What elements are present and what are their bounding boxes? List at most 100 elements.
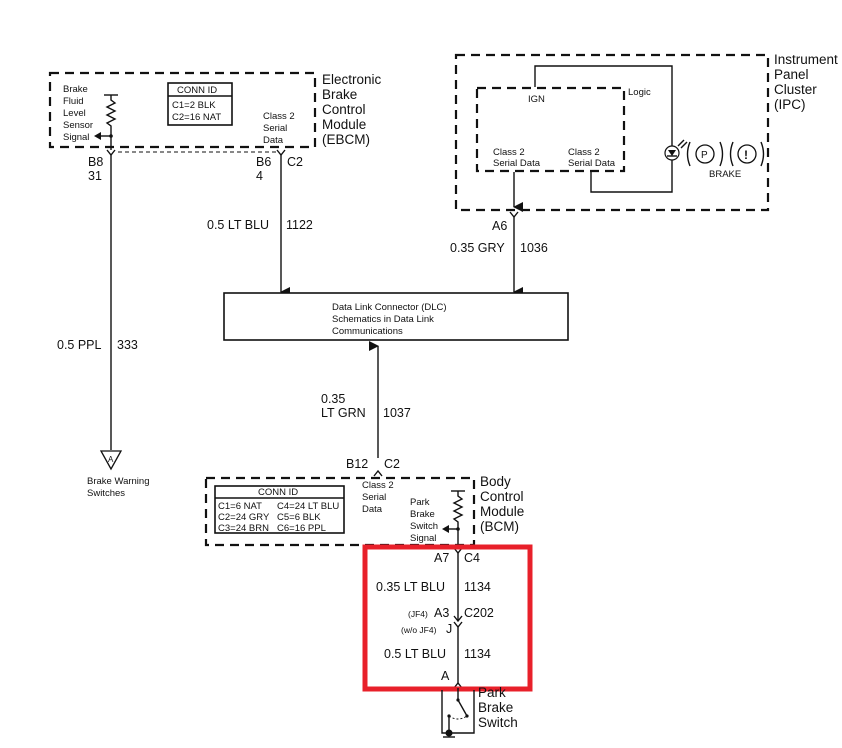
wire-1122-gauge: 0.5 LT BLU <box>207 218 269 232</box>
ebcm-module: Electronic Brake Control Module (EBCM) B… <box>48 71 382 183</box>
bcm-conn-c1: C1=6 NAT <box>218 501 262 512</box>
bcm-switch-label-2: Brake <box>410 509 435 520</box>
bcm-switch-label-1: Park <box>410 497 430 508</box>
ipc-lamp-circuit <box>534 65 673 193</box>
connector-a-icon <box>453 681 463 689</box>
wire-1134a-gauge: 0.35 LT BLU <box>376 580 445 594</box>
c202-jf4-option: (JF4) <box>408 609 428 619</box>
bcm-conn-c4: C4=24 LT BLU <box>277 501 339 512</box>
bcm-title-3: Module <box>480 504 524 519</box>
switch-housing <box>441 690 475 734</box>
ipc-module: Instrument Panel Cluster (IPC) Logic IGN… <box>454 52 838 233</box>
connector-b12-icon <box>373 469 383 477</box>
bcm-resistor-icon <box>442 490 465 548</box>
wire-1134b-gauge: 0.5 LT BLU <box>384 647 446 661</box>
ipc-serial-right-2: Serial Data <box>568 158 616 169</box>
pin-b12: B12 <box>346 457 368 471</box>
connector-c202-female-icon <box>453 621 463 629</box>
wire-1122-circuit: 1122 <box>286 218 313 232</box>
wire-1037-circuit: 1037 <box>383 406 411 420</box>
highlight-box <box>362 544 533 692</box>
dlc-line-2: Schematics in Data Link <box>332 314 434 325</box>
ipc-title-4: (IPC) <box>774 97 806 112</box>
ebcm-boundary <box>48 71 317 149</box>
ebcm-title-3: Control <box>322 102 366 117</box>
wire-333-circuit: 333 <box>117 338 138 352</box>
ebcm-title-2: Brake <box>322 87 357 102</box>
connector-c202-male-icon <box>453 615 463 623</box>
sensor-label-3: Level <box>63 108 86 119</box>
bcm-switch-label-3: Switch <box>410 521 438 532</box>
connector-b8-icon <box>106 149 116 157</box>
ebcm-serial-2: Serial <box>263 123 287 134</box>
pin-a6: A6 <box>492 219 507 233</box>
bcm-module: Body Control Module (BCM) CONN ID C1=6 N… <box>204 474 524 548</box>
bcm-conn-c6: C6=16 PPL <box>277 523 326 534</box>
ipc-serial-left-1: Class 2 <box>493 147 525 158</box>
ipc-title-1: Instrument <box>774 52 838 67</box>
ebcm-title-5: (EBCM) <box>322 132 370 147</box>
park-brake-switch: Park Brake Switch <box>441 685 518 738</box>
switch-label-1: Park <box>478 685 506 700</box>
pin-b8: B8 <box>88 155 103 169</box>
ground-icon <box>445 729 453 737</box>
park-symbol: P <box>701 150 708 161</box>
resistor-icon <box>94 94 118 150</box>
connector-a6-icon <box>509 211 519 219</box>
c202-label: C202 <box>464 606 494 620</box>
brake-warning-reference: A Brake Warning Switches <box>87 450 149 499</box>
wire-1134b-circuit: 1134 <box>464 647 491 661</box>
bcm-conn-id-header: CONN ID <box>258 487 298 498</box>
ebcm-conn-id-header: CONN ID <box>177 85 217 96</box>
pin-c2: C2 <box>287 155 303 169</box>
switch-label-3: Switch <box>478 715 518 730</box>
brake-warning-label-1: Brake Warning <box>87 476 149 487</box>
bcm-boundary <box>204 476 476 547</box>
bcm-serial-3: Data <box>362 504 383 515</box>
c202-wo-jf4-option: (w/o JF4) <box>401 625 437 635</box>
bcm-serial-2: Serial <box>362 492 386 503</box>
ipc-logic-boundary <box>475 86 626 173</box>
ipc-title-2: Panel <box>774 67 809 82</box>
pin-a: A <box>441 669 450 683</box>
bcm-switch-label-4: Signal <box>410 533 436 544</box>
bcm-conn-id-table: CONN ID C1=6 NAT C4=24 LT BLU C2=24 GRY … <box>214 485 345 534</box>
off-page-triangle-icon <box>99 450 123 471</box>
bcm-conn-c3: C3=24 BRN <box>218 523 269 534</box>
pin-j: J <box>446 622 452 636</box>
wire-1134a-circuit: 1134 <box>464 580 491 594</box>
ebcm-serial-1: Class 2 <box>263 111 295 122</box>
pin-a3: A3 <box>434 606 449 620</box>
bcm-title-4: (BCM) <box>480 519 519 534</box>
ipc-logic-label: Logic <box>628 87 651 98</box>
ebcm-conn-row-1: C1=2 BLK <box>172 100 216 111</box>
park-brake-indicator-icon: P <box>686 141 724 167</box>
dlc-line-1: Data Link Connector (DLC) <box>332 302 447 313</box>
sensor-label-5: Signal <box>63 132 89 143</box>
switch-label-2: Brake <box>478 700 513 715</box>
bcm-serial-1: Class 2 <box>362 480 394 491</box>
ipc-ign-label: IGN <box>528 94 545 105</box>
pin-bcm-c2: C2 <box>384 457 400 471</box>
dlc-box: Data Link Connector (DLC) Schematics in … <box>223 292 569 341</box>
dlc-line-3: Communications <box>332 326 403 337</box>
ebcm-conn-id-table: CONN ID C1=2 BLK C2=16 NAT <box>167 82 233 126</box>
ebcm-title-1: Electronic <box>322 72 382 87</box>
bcm-title-2: Control <box>480 489 524 504</box>
switch-contact-icon <box>457 699 468 717</box>
sensor-label-1: Brake <box>63 84 88 95</box>
warning-symbol: ! <box>744 148 748 162</box>
wire-1036-circuit: 1036 <box>520 241 548 255</box>
pin-a7: A7 <box>434 551 449 565</box>
led-lamp-icon <box>664 139 688 161</box>
ebcm-conn-row-2: C2=16 NAT <box>172 112 221 123</box>
wire-1036-gauge: 0.35 GRY <box>450 241 505 255</box>
sensor-label-4: Sensor <box>63 120 93 131</box>
pin-c4: C4 <box>464 551 480 565</box>
pin-b6: B6 <box>256 155 271 169</box>
ipc-serial-left-2: Serial Data <box>493 158 541 169</box>
bcm-conn-c5: C5=6 BLK <box>277 512 321 523</box>
brake-label: BRAKE <box>709 169 741 180</box>
brake-warning-label-2: Switches <box>87 488 125 499</box>
